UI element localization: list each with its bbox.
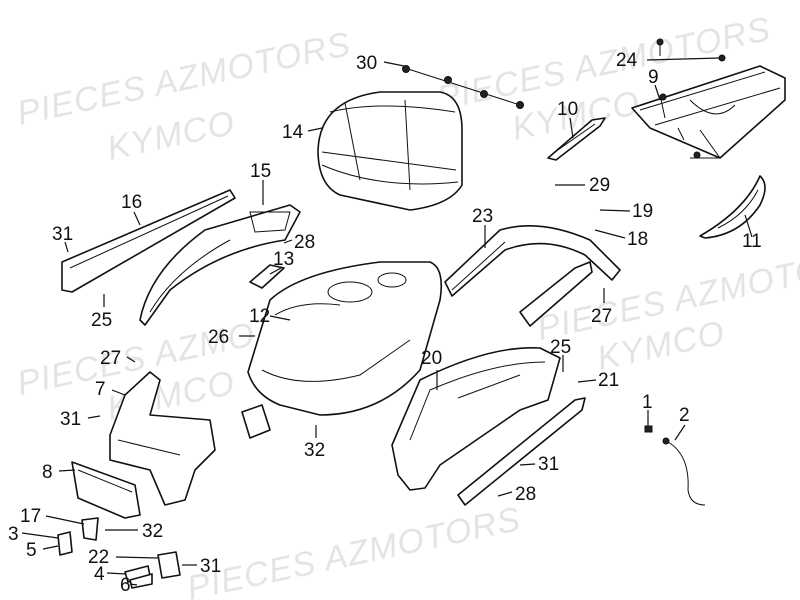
part-side-cover-left <box>139 204 301 326</box>
part-frame-rail <box>444 225 621 327</box>
callout-4: 4 <box>94 564 105 585</box>
part-small-brackets <box>57 517 181 589</box>
callout-24: 24 <box>616 50 638 71</box>
part-front-inner-cover <box>109 371 216 506</box>
callout-8: 8 <box>42 462 53 483</box>
part-rear-trim <box>547 117 606 161</box>
callout-9: 9 <box>648 67 659 88</box>
callout-13: 13 <box>273 249 294 270</box>
callout-32: 32 <box>142 521 163 542</box>
callout-29: 29 <box>589 175 610 196</box>
callout-14: 14 <box>282 122 304 143</box>
callout-18: 18 <box>627 229 648 250</box>
callout-6: 6 <box>120 575 131 596</box>
part-side-strip-left <box>61 189 236 293</box>
callout-15: 15 <box>250 161 271 182</box>
callout-7: 7 <box>95 379 106 400</box>
callout-2: 2 <box>679 405 690 426</box>
callout-20: 20 <box>421 348 442 369</box>
callout-22: 22 <box>88 547 109 568</box>
callout-5: 5 <box>26 540 37 561</box>
callout-17: 17 <box>20 506 41 527</box>
callout-16: 16 <box>121 192 142 213</box>
callout-labels: 30 24 9 14 10 15 16 31 28 29 19 23 18 11… <box>8 50 762 596</box>
part-storage-box <box>241 261 443 439</box>
leader-lines <box>21 57 753 586</box>
part-top-case <box>317 91 463 211</box>
part-tail-cover <box>699 175 766 239</box>
part-lower-strip-right <box>457 397 586 506</box>
callout-10: 10 <box>557 99 578 120</box>
callout-31: 31 <box>538 454 559 475</box>
callout-25: 25 <box>550 337 571 358</box>
callout-27: 27 <box>591 306 612 327</box>
callout-31: 31 <box>52 224 73 245</box>
part-rear-carrier <box>631 38 786 159</box>
callout-25: 25 <box>91 310 112 331</box>
callout-31: 31 <box>200 556 221 577</box>
watermark: KYMCO <box>104 104 239 168</box>
callout-3: 3 <box>8 524 19 545</box>
part-cable-assembly <box>644 425 706 506</box>
callout-28: 28 <box>294 232 315 253</box>
callout-21: 21 <box>598 370 619 391</box>
callout-23: 23 <box>472 206 493 227</box>
part-front-skirt <box>71 461 141 519</box>
callout-12: 12 <box>249 306 270 327</box>
callout-32: 32 <box>304 440 325 461</box>
callout-11: 11 <box>742 231 762 252</box>
part-mounting-bolts <box>402 65 524 109</box>
callout-1: 1 <box>642 392 653 413</box>
part-side-cover-right <box>391 346 561 491</box>
callout-31: 31 <box>60 409 81 430</box>
callout-27: 27 <box>100 348 121 369</box>
callout-26: 26 <box>208 327 229 348</box>
callout-19: 19 <box>632 201 653 222</box>
callout-30: 30 <box>356 53 377 74</box>
watermark: PIECES AZMOTORS <box>184 500 524 600</box>
callout-28: 28 <box>515 484 536 505</box>
